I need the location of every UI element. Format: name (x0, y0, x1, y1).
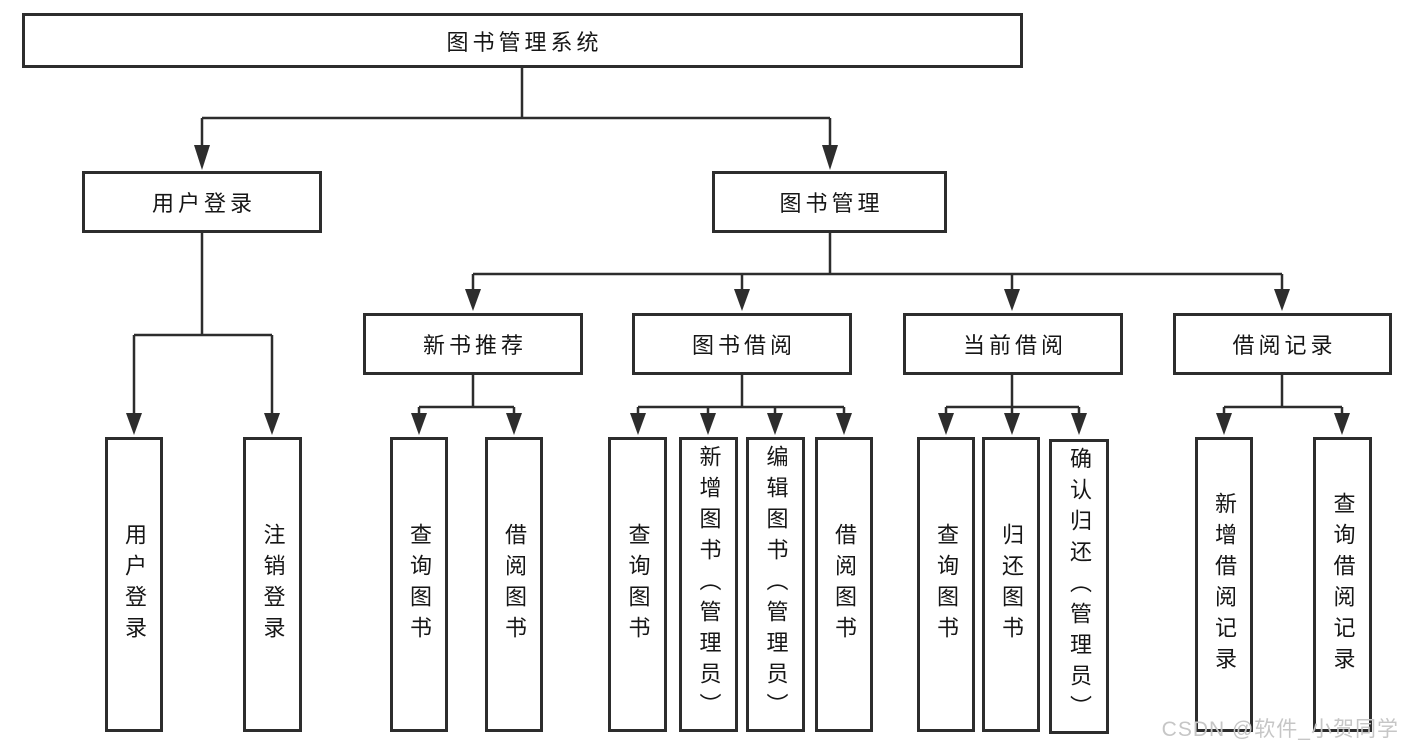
node-label: 编辑图书（管理员） (763, 445, 789, 724)
node-label: 新增图书（管理员） (696, 445, 722, 724)
node-label: 借阅记录 (1232, 333, 1337, 358)
leaf-confirm-return-admin: 确认归还（管理员） (1049, 439, 1109, 734)
leaf-edit-books-admin: 编辑图书（管理员） (746, 437, 805, 732)
csdn-watermark: CSDN @软件_小贺同学 (1161, 718, 1399, 741)
leaf-user-login: 用户登录 (105, 437, 163, 732)
node-borrowing-records: 借阅记录 (1173, 313, 1392, 375)
leaf-query-books-recommend: 查询图书 (390, 437, 448, 732)
leaf-add-books-admin: 新增图书（管理员） (679, 437, 738, 732)
leaf-borrow-books-borrowing: 借阅图书 (815, 437, 873, 732)
node-label: 图书管理 (779, 191, 884, 216)
leaf-return-books: 归还图书 (982, 437, 1040, 732)
node-label: 图书管理系统 (446, 29, 603, 55)
leaf-borrow-books-recommend: 借阅图书 (485, 437, 543, 732)
node-label: 查询图书 (407, 522, 432, 647)
node-label: 查询图书 (934, 522, 959, 647)
node-label: 确认归还（管理员） (1067, 447, 1092, 726)
node-user-login: 用户登录 (82, 171, 322, 233)
leaf-add-borrow-record: 新增借阅记录 (1195, 437, 1253, 732)
node-label: 新增借阅记录 (1212, 491, 1237, 678)
node-label: 用户登录 (122, 522, 147, 647)
node-label: 注销登录 (260, 522, 286, 647)
node-current-borrowing: 当前借阅 (903, 313, 1123, 375)
leaf-query-books-current: 查询图书 (917, 437, 975, 732)
node-book-borrowing: 图书借阅 (632, 313, 852, 375)
node-root-library-system: 图书管理系统 (22, 13, 1023, 68)
node-label: 借阅图书 (832, 522, 857, 647)
node-label: 查询借阅记录 (1330, 491, 1356, 678)
node-label: 当前借阅 (962, 333, 1067, 358)
node-book-management: 图书管理 (712, 171, 947, 233)
arrowheads (126, 145, 1350, 435)
node-label: 归还图书 (999, 522, 1024, 647)
node-label: 查询图书 (625, 522, 651, 647)
node-label: 新书推荐 (422, 333, 527, 358)
leaf-logout: 注销登录 (243, 437, 302, 732)
node-label: 借阅图书 (502, 522, 527, 647)
node-label: 用户登录 (151, 191, 256, 216)
leaf-query-books-borrowing: 查询图书 (608, 437, 667, 732)
leaf-query-borrow-record: 查询借阅记录 (1313, 437, 1372, 732)
node-new-book-recommendation: 新书推荐 (363, 313, 583, 375)
tree-edges (132, 68, 1344, 415)
node-label: 图书借阅 (691, 333, 796, 358)
